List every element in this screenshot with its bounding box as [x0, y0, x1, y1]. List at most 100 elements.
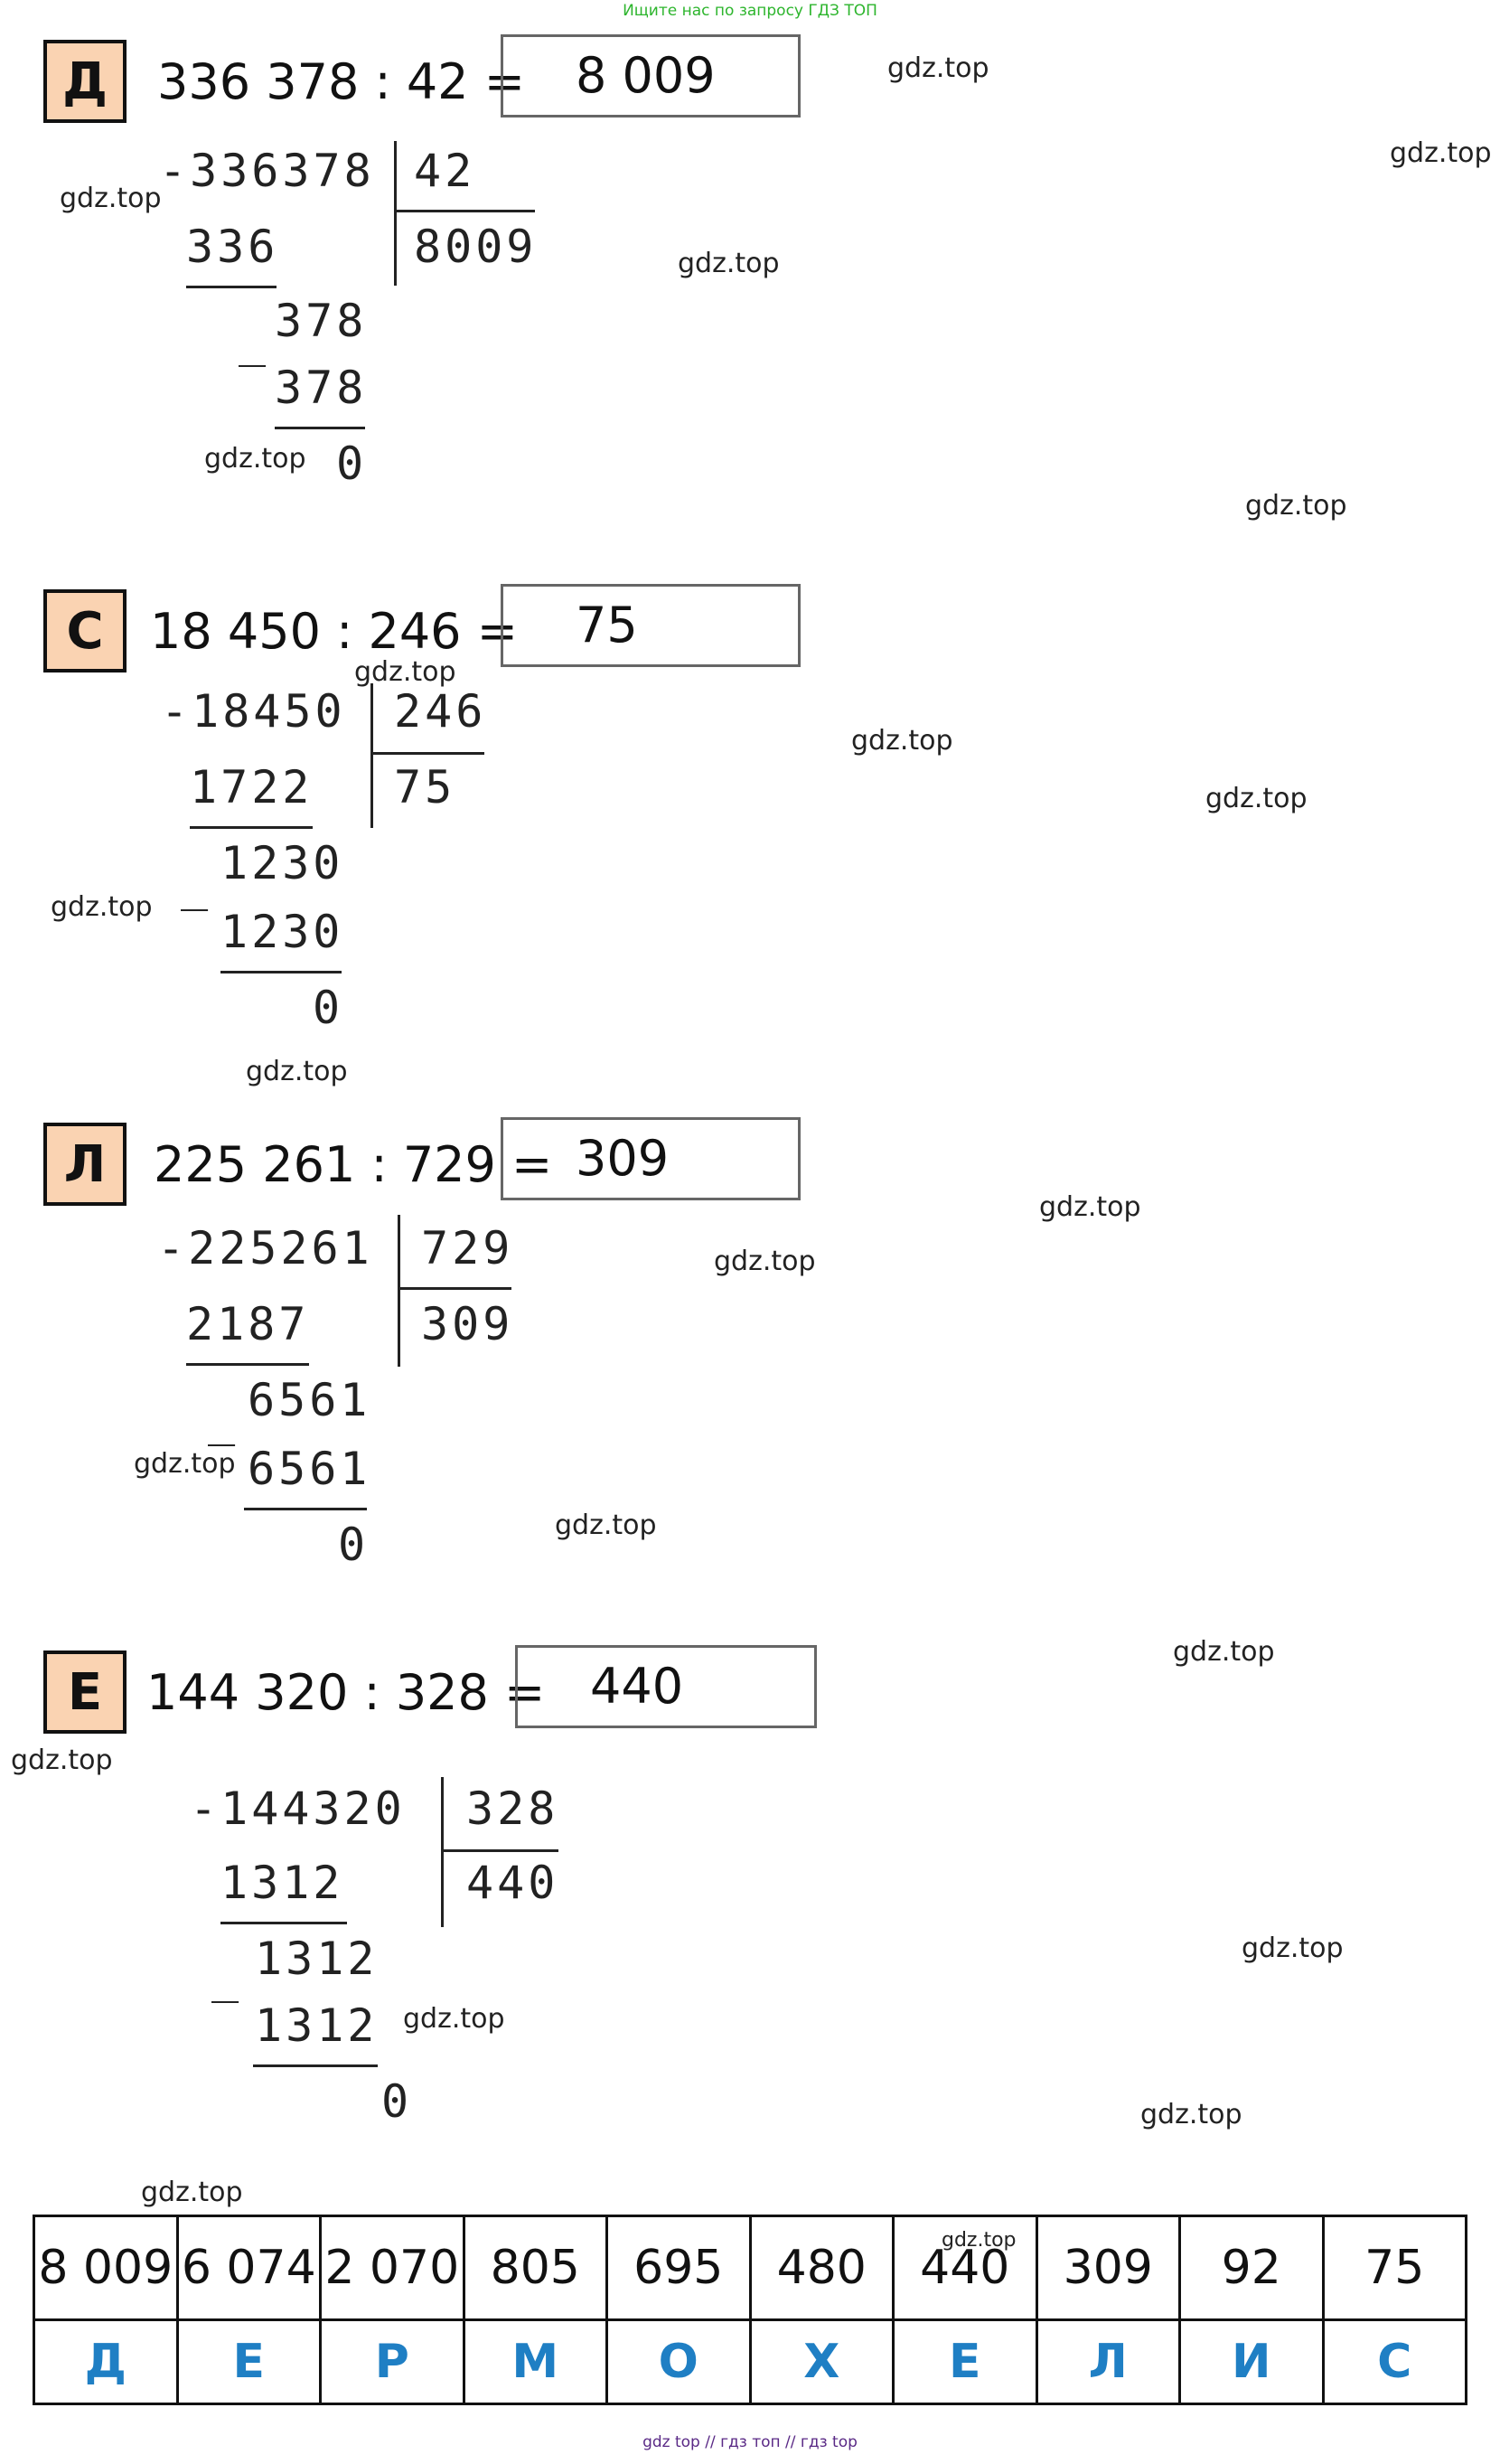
watermark: gdz.top — [887, 52, 989, 84]
subtrahend-4a: 1312 — [220, 1857, 344, 1909]
watermark: gdz.top — [1173, 1636, 1275, 1668]
watermark: gdz.top — [1390, 137, 1492, 169]
table-number-cell: 440 — [892, 2215, 1038, 2321]
subtrahend-1a: 336 — [186, 221, 279, 273]
quotient-3: 309 — [421, 1298, 514, 1350]
table-letter-cell: Е — [175, 2318, 322, 2405]
table-number-cell: 480 — [748, 2215, 895, 2321]
footer: gdz top // гдз топ // гдз top — [642, 2433, 858, 2451]
division-vertical-line-3 — [398, 1215, 400, 1367]
watermark: gdz.top — [1039, 1191, 1141, 1223]
watermark: gdz.top — [354, 656, 456, 688]
remainder-1: 0 — [336, 437, 368, 490]
subtrahend-1b: 378 — [275, 362, 368, 414]
subtraction-line-4b — [253, 2064, 378, 2067]
watermark: gdz.top — [11, 1745, 113, 1776]
table-letter-cell: Х — [748, 2318, 895, 2405]
remainder-4: 0 — [381, 2075, 413, 2128]
subtrahend-3b: 6561 — [248, 1443, 371, 1495]
watermark: gdz.top — [851, 725, 953, 757]
partial-remainder-4: 1312 — [255, 1933, 379, 1985]
subtraction-line-2a — [190, 826, 313, 829]
watermark: gdz.top — [1140, 2099, 1242, 2130]
subtraction-line-1a — [186, 286, 277, 288]
division-expression-4: 144 320 : 328 = — [146, 1664, 546, 1721]
table-number-cell: 8 009 — [33, 2215, 179, 2321]
answer-box-4: 440 — [515, 1645, 817, 1728]
dividend-4: -144320 — [190, 1782, 406, 1835]
subtrahend-3a: 2187 — [186, 1298, 310, 1350]
division-vertical-line-1 — [394, 141, 397, 286]
divisor-underline-4 — [443, 1849, 558, 1852]
divisor-4: 328 — [466, 1782, 559, 1835]
table-number-cell: 6 074 — [175, 2215, 322, 2321]
subtraction-line-3a — [186, 1363, 309, 1366]
answer-key-table: 8 009 6 074 2 070 805 695 480 440 309 92… — [33, 2215, 1467, 2405]
subtrahend-2b: 1230 — [220, 906, 344, 958]
watermark: gdz.top — [1205, 783, 1308, 814]
partial-remainder-1: 378 — [275, 295, 368, 347]
table-number-cell: 75 — [1321, 2215, 1467, 2321]
watermark: gdz.top — [141, 2177, 243, 2208]
letter-box-e: Е — [43, 1651, 127, 1734]
table-number-cell: 92 — [1178, 2215, 1325, 2321]
table-letter-cell: М — [462, 2318, 608, 2405]
subtrahend-2a: 1722 — [190, 761, 314, 813]
answer-box-3: 309 — [501, 1117, 801, 1200]
watermark: gdz.top — [60, 183, 162, 214]
letter-box-d: Д — [43, 40, 127, 123]
minus-sign-1: _ — [239, 315, 270, 367]
divisor-3: 729 — [421, 1222, 514, 1274]
quotient-2: 75 — [394, 761, 456, 813]
remainder-3: 0 — [338, 1519, 370, 1571]
table-number-cell: 805 — [462, 2215, 608, 2321]
table-row-numbers: 8 009 6 074 2 070 805 695 480 440 309 92… — [33, 2215, 1467, 2321]
division-expression-1: 336 378 : 42 = — [157, 53, 525, 110]
answer-box-2: 75 — [501, 584, 801, 667]
watermark: gdz.top — [1245, 490, 1347, 522]
divisor-1: 42 — [414, 145, 476, 197]
table-letter-cell: Р — [319, 2318, 465, 2405]
watermark: gdz.top — [403, 2003, 505, 2035]
table-letter-cell: И — [1178, 2318, 1325, 2405]
subtraction-line-4a — [220, 1922, 347, 1924]
table-number-cell: 309 — [1035, 2215, 1181, 2321]
table-number-cell: 695 — [605, 2215, 752, 2321]
minus-sign-4: _ — [211, 1951, 243, 2003]
minus-sign-3: _ — [208, 1394, 239, 1446]
watermark: gdz.top — [714, 1246, 816, 1277]
answer-box-1: 8 009 — [501, 34, 801, 118]
remainder-2: 0 — [313, 982, 344, 1034]
watermark: gdz.top — [134, 1448, 236, 1480]
dividend-2: -18450 — [161, 685, 346, 738]
watermark: gdz.top — [204, 443, 306, 475]
table-letter-cell: О — [605, 2318, 752, 2405]
dividend-3: -225261 — [157, 1222, 373, 1274]
table-row-letters: Д Е Р М О Х Е Л И С — [33, 2318, 1467, 2405]
table-letter-cell: Л — [1035, 2318, 1181, 2405]
subtraction-line-3b — [244, 1508, 367, 1510]
division-expression-2: 18 450 : 246 = — [150, 603, 518, 660]
table-letter-cell: Д — [33, 2318, 179, 2405]
watermark: gdz.top — [1242, 1933, 1344, 1964]
top-banner: Ищите нас по запросу ГДЗ ТОП — [623, 2, 877, 20]
watermark: gdz.top — [942, 2229, 1017, 2252]
watermark: gdz.top — [51, 891, 153, 923]
divisor-2: 246 — [394, 685, 487, 738]
dividend-1: -336378 — [159, 145, 375, 197]
table-letter-cell: Е — [892, 2318, 1038, 2405]
divisor-underline-3 — [399, 1287, 511, 1290]
subtraction-line-1b — [275, 427, 365, 429]
partial-remainder-2: 1230 — [220, 837, 344, 889]
partial-remainder-3: 6561 — [248, 1374, 371, 1426]
minus-sign-2: _ — [181, 859, 212, 911]
letter-box-s: С — [43, 589, 127, 672]
divisor-underline-2 — [372, 752, 484, 755]
division-vertical-line-4 — [441, 1777, 444, 1927]
watermark: gdz.top — [555, 1509, 657, 1541]
watermark: gdz.top — [678, 248, 780, 279]
watermark: gdz.top — [246, 1056, 348, 1087]
quotient-1: 8009 — [414, 221, 538, 273]
divisor-underline-1 — [396, 210, 535, 212]
table-letter-cell: С — [1321, 2318, 1467, 2405]
